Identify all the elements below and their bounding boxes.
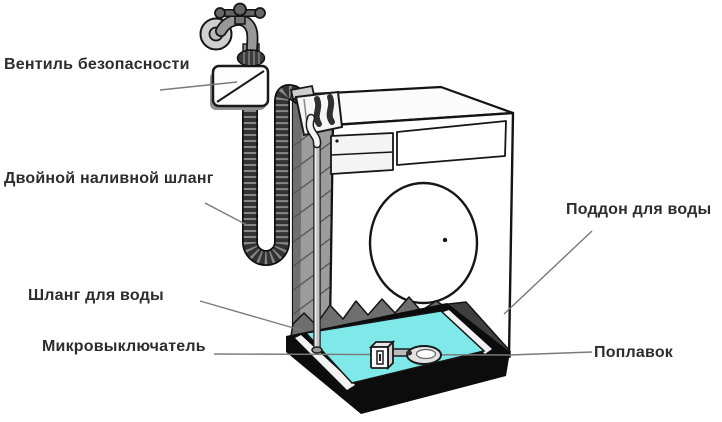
drum-door xyxy=(368,181,479,305)
hose-ribs xyxy=(243,85,308,265)
leader-lines xyxy=(159,81,593,332)
inlet-tube-2 xyxy=(326,94,335,125)
leader-line-float xyxy=(509,351,593,356)
tray-inner-rim-right xyxy=(443,310,492,354)
water-hose xyxy=(311,140,323,354)
safety-valve xyxy=(210,64,270,110)
water-tray xyxy=(286,303,510,414)
label-float: Поплавок xyxy=(594,344,674,361)
faucet-flange xyxy=(201,19,231,49)
microswitch xyxy=(368,339,442,371)
label-water-tray: Поддон для воды xyxy=(566,201,712,218)
label-safety-valve: Вентиль безопасности xyxy=(4,56,190,73)
leader-line-safety-valve xyxy=(159,81,238,91)
door-handle-dot xyxy=(442,237,448,243)
label-water-hose: Шланг для воды xyxy=(28,287,164,304)
leader-lines-tray xyxy=(213,351,593,356)
label-double-hose: Двойной наливной шланг xyxy=(4,170,214,187)
panel-knob-dot xyxy=(335,139,339,143)
inlet-connector xyxy=(289,84,344,149)
leader-line-water-tray xyxy=(503,230,593,315)
leader-line-water-hose xyxy=(199,300,305,332)
water xyxy=(304,310,486,384)
tray-inner-rim-left xyxy=(295,335,355,390)
faucet-nut xyxy=(236,49,266,67)
leader-line-microswitch xyxy=(213,353,511,356)
faucet xyxy=(199,2,266,67)
inlet-tube-1 xyxy=(313,96,322,127)
label-microswitch: Микровыключатель xyxy=(42,338,206,355)
double-inlet-hose xyxy=(242,84,312,266)
control-panel xyxy=(330,120,507,175)
leader-line-double-hose xyxy=(204,202,248,226)
